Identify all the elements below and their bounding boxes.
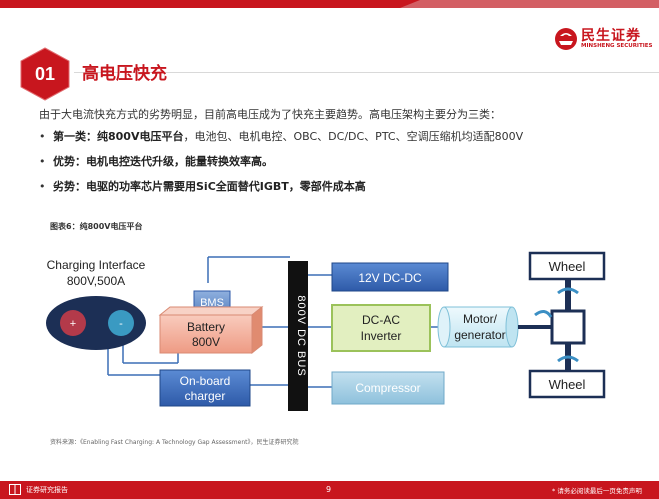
svg-text:-: -	[119, 318, 123, 330]
onboard-charger-label-1: On-board	[180, 374, 231, 388]
battery-box	[158, 305, 264, 355]
footer-report-type: 证券研究报告	[26, 486, 68, 494]
footer-disclaimer: * 请务必阅读最后一页免责声明	[552, 487, 642, 495]
bms-label: BMS	[200, 297, 224, 309]
minsheng-logo-icon	[555, 28, 577, 50]
bullet-rest: ，电池包、电机电控、OBC、DC/DC、PTC、空调压缩机均适配800V	[183, 130, 524, 143]
dc-bus-label: 800V DC BUS	[295, 295, 307, 376]
rotation-arrow-icon	[557, 287, 579, 295]
wheel-bottom-box	[528, 369, 606, 399]
compressor-box	[331, 371, 445, 405]
onboard-charger-label-2: charger	[185, 389, 226, 403]
bullet-dot: •	[39, 180, 46, 193]
bullet-lead: 第一类：纯800V电压平台	[53, 130, 184, 143]
charging-plug-icon	[46, 296, 146, 350]
intro-text: 由于大电流快充方式的劣势明显，目前高电压成为了快充主要趋势。高电压架构主要分为三…	[39, 108, 501, 121]
page-number: 9	[326, 485, 332, 494]
800v-platform-diagram: Charging Interface 800V,500A + - BMS Bat…	[46, 251, 606, 411]
section-number-badge	[20, 47, 70, 101]
figure-title: 图表6：纯800V电压平台	[50, 222, 143, 231]
dcdc-label: 12V DC-DC	[358, 271, 422, 285]
inverter-box	[331, 304, 431, 352]
bullet-dot: •	[39, 130, 46, 143]
motor-generator-cylinder	[437, 306, 519, 348]
top-accent-bar	[0, 0, 659, 8]
bullet-dot: •	[39, 155, 46, 168]
header-divider	[74, 72, 659, 73]
bullet-item: • 优势：电机电控迭代升级，能量转换效率高。	[39, 153, 273, 169]
bullet-lead: 劣势：电驱的功率芯片需要用SiC全面替代IGBT，零部件成本高	[53, 180, 366, 193]
bullet-item: • 第一类：纯800V电压平台，电池包、电机电控、OBC、DC/DC、PTC、空调…	[39, 128, 523, 144]
wheel-top-box	[528, 251, 606, 281]
book-icon	[9, 484, 21, 495]
brand-name-cn: 民生证券	[581, 28, 641, 44]
motor-label-2: generator	[454, 328, 505, 342]
brand-name-en: MINSHENG SECURITIES	[581, 43, 653, 49]
compressor-label: Compressor	[355, 381, 420, 395]
rotation-arrow-icon	[557, 355, 579, 363]
battery-voltage: 800V	[192, 335, 220, 349]
figure-source: 资料来源：《Enabling Fast Charging: A Technolo…	[50, 439, 299, 446]
drivetrain-axle	[518, 279, 586, 375]
dcdc-box	[331, 262, 449, 292]
battery-label: Battery	[187, 320, 225, 334]
wheel-top-label: Wheel	[549, 259, 586, 274]
bullet-lead: 优势：电机电控迭代升级，能量转换效率高。	[53, 155, 273, 168]
charging-interface-label: Charging Interface	[47, 258, 146, 272]
inverter-label-1: DC-AC	[362, 313, 400, 327]
bullet-item: • 劣势：电驱的功率芯片需要用SiC全面替代IGBT，零部件成本高	[39, 178, 366, 194]
dc-bus-bar	[288, 261, 308, 411]
charging-interface-spec: 800V,500A	[67, 274, 125, 288]
footer-bar	[0, 481, 659, 499]
inverter-label-2: Inverter	[361, 329, 402, 343]
positive-terminal-icon	[60, 310, 86, 336]
wheel-bottom-label: Wheel	[549, 377, 586, 392]
connection-lines	[107, 256, 444, 388]
motor-label-1: Motor/	[463, 312, 498, 326]
negative-terminal-icon	[108, 310, 134, 336]
section-number: 01	[34, 64, 56, 84]
svg-text:+: +	[70, 318, 76, 330]
section-title: 高电压快充	[82, 64, 167, 84]
onboard-charger-box	[159, 369, 251, 407]
rotation-arrow-icon	[534, 310, 553, 318]
